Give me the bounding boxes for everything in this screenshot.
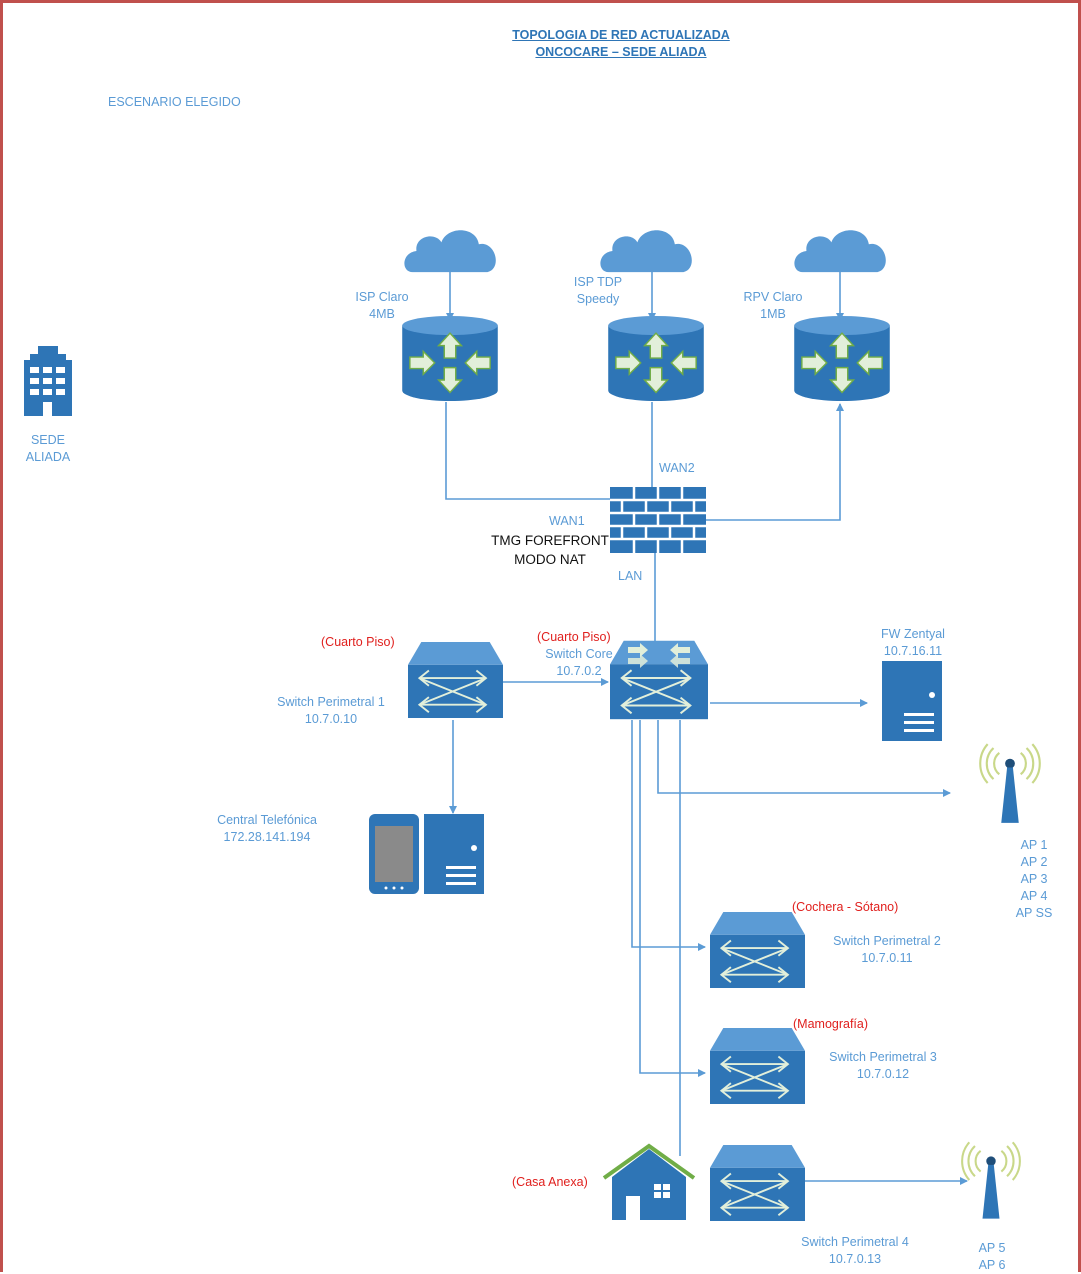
switch-2-location: (Cochera - Sótano): [792, 900, 899, 914]
server-icon: [882, 661, 942, 741]
phone-icon: [369, 814, 419, 894]
diagram-title-line2: ONCOCARE – SEDE ALIADA: [535, 45, 707, 59]
switch-core-location: (Cuarto Piso): [537, 630, 611, 644]
cloud-icon: [600, 230, 692, 273]
lan-label: LAN: [618, 569, 643, 583]
wan1-label: WAN1: [549, 514, 585, 528]
ap-group-1-label: AP 1 AP 2 AP 3 AP 4 AP SS: [1015, 838, 1053, 920]
router-icon: [794, 316, 890, 402]
antenna-tower-icon: [979, 743, 1041, 824]
switch-perimetral-2-icon: [710, 911, 805, 989]
connection-lines: [445, 270, 968, 1185]
diagram-title-line1: TOPOLOGIA DE RED ACTUALIZADA: [512, 28, 730, 42]
cloud-icon: [794, 230, 886, 273]
cloud-icon: [404, 230, 496, 273]
switch-perimetral-1-icon: [408, 641, 503, 719]
switch-perimetral-4-icon: [710, 1144, 805, 1222]
server-icon: [424, 814, 484, 894]
house-icon: [602, 1143, 696, 1220]
switch-1-location: (Cuarto Piso): [321, 635, 395, 649]
router-icon: [608, 316, 704, 402]
router-icon: [402, 316, 498, 402]
switch-perimetral-3-icon: [710, 1027, 805, 1105]
ap-group-2-label: AP 5 AP 6: [978, 1241, 1006, 1272]
switch-core-icon: [610, 640, 708, 720]
scenario-label: ESCENARIO ELEGIDO: [108, 95, 241, 109]
brick-firewall-icon: [610, 487, 706, 553]
wan2-label: WAN2: [659, 461, 695, 475]
switch-4-location: (Casa Anexa): [512, 1175, 588, 1189]
building-icon: [24, 346, 72, 416]
switch-3-location: (Mamografía): [793, 1017, 869, 1031]
antenna-tower-icon: [960, 1141, 1022, 1220]
